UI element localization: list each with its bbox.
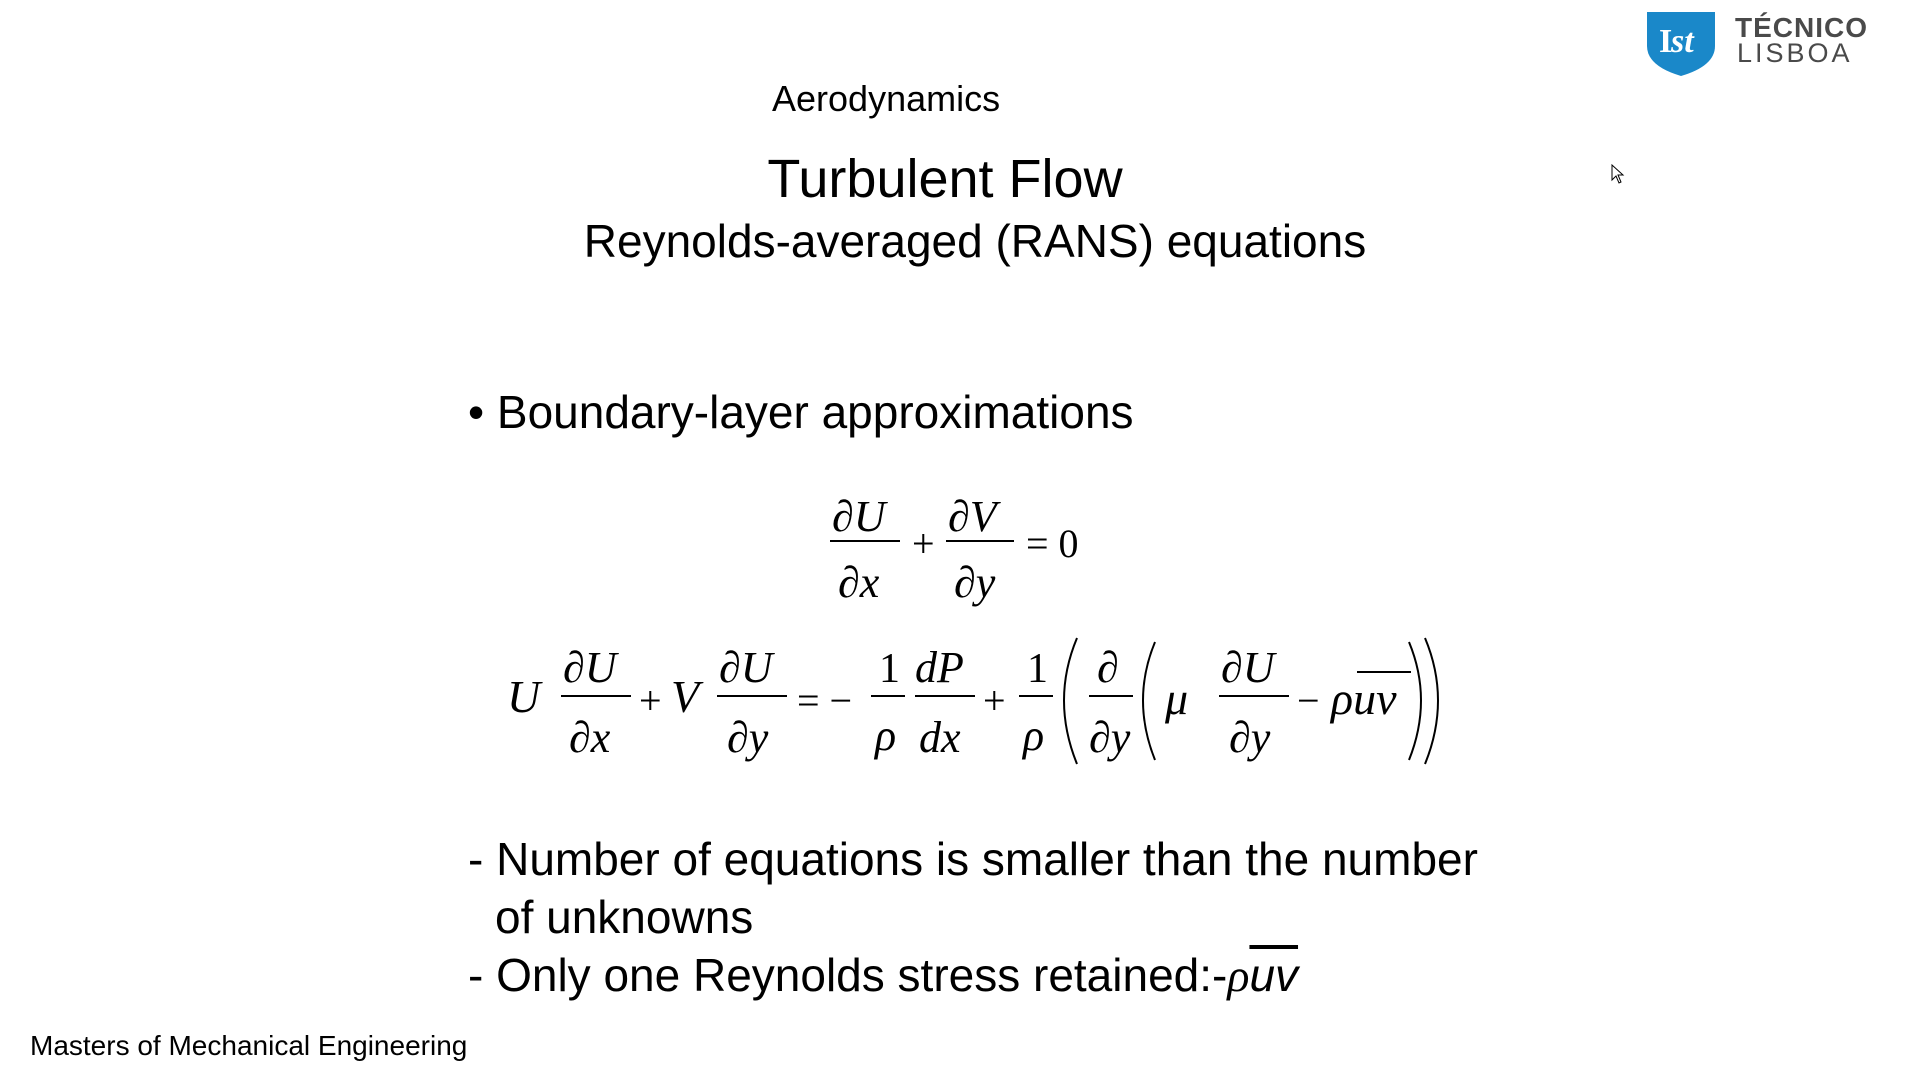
note-number-of-equations: - Number of equations is smaller than th… (468, 833, 1478, 885)
svg-text:= 0: = 0 (1026, 521, 1079, 566)
svg-text:∂U: ∂U (1221, 643, 1278, 692)
mouse-cursor-icon (1611, 163, 1625, 189)
momentum-equation: U ∂U ∂x + V ∂U ∂y = − 1 ρ dP dx + 1 ρ ∂ … (507, 637, 1439, 765)
rho-symbol: ρ (1227, 950, 1250, 1001)
svg-text:+: + (639, 678, 662, 723)
note-reynolds-stress: - Only one Reynolds stress retained:-ρuv (468, 948, 1298, 1002)
svg-text:∂y: ∂y (1089, 713, 1131, 762)
svg-text:dP: dP (915, 643, 964, 692)
svg-text:∂x: ∂x (569, 713, 611, 762)
svg-text:∂y: ∂y (1229, 713, 1271, 762)
logo-text-tecnico: TÉCNICO (1735, 12, 1868, 43)
note-reynolds-stress-text: - Only one Reynolds stress retained:- (468, 949, 1228, 1001)
svg-text:μ: μ (1164, 673, 1188, 724)
svg-text:ρuv: ρuv (1329, 673, 1397, 724)
svg-text:1: 1 (1027, 646, 1048, 692)
uv-overline: uv (1249, 949, 1299, 1001)
svg-text:= −: = − (797, 678, 852, 723)
logo-text-lisboa: LISBOA (1737, 38, 1853, 68)
svg-text:−: − (1297, 678, 1320, 723)
ist-logo: I st (1645, 8, 1720, 78)
bullet-boundary-layer: • Boundary-layer approximations (468, 386, 1134, 438)
svg-text:∂y: ∂y (727, 713, 769, 762)
svg-text:+: + (983, 678, 1006, 723)
svg-text:V: V (671, 671, 704, 722)
ist-shield-icon: I st (1647, 12, 1715, 76)
svg-text:∂U: ∂U (563, 643, 620, 692)
svg-text:st: st (1670, 23, 1695, 60)
svg-text:dx: dx (919, 713, 961, 762)
note-number-of-equations-cont: of unknowns (495, 891, 754, 943)
svg-text:∂V: ∂V (948, 492, 1002, 541)
svg-text:∂: ∂ (1097, 643, 1119, 692)
continuity-equation: ∂U ∂x + ∂V ∂y = 0 (830, 492, 1079, 607)
svg-text:I: I (1659, 23, 1672, 60)
svg-text:ρ: ρ (873, 711, 896, 760)
svg-text:1: 1 (879, 646, 900, 692)
course-name: Aerodynamics (772, 78, 1001, 119)
footer-program: Masters of Mechanical Engineering (30, 1030, 468, 1061)
svg-text:U: U (507, 671, 543, 722)
svg-text:∂U: ∂U (832, 492, 889, 541)
svg-text:ρ: ρ (1021, 711, 1044, 760)
svg-text:∂U: ∂U (719, 643, 776, 692)
slide-subtitle: Reynolds-averaged (RANS) equations (583, 215, 1367, 267)
svg-text:+: + (912, 521, 935, 566)
svg-text:∂x: ∂x (838, 558, 880, 607)
svg-text:∂y: ∂y (954, 558, 996, 607)
slide-title: Turbulent Flow (767, 149, 1123, 209)
